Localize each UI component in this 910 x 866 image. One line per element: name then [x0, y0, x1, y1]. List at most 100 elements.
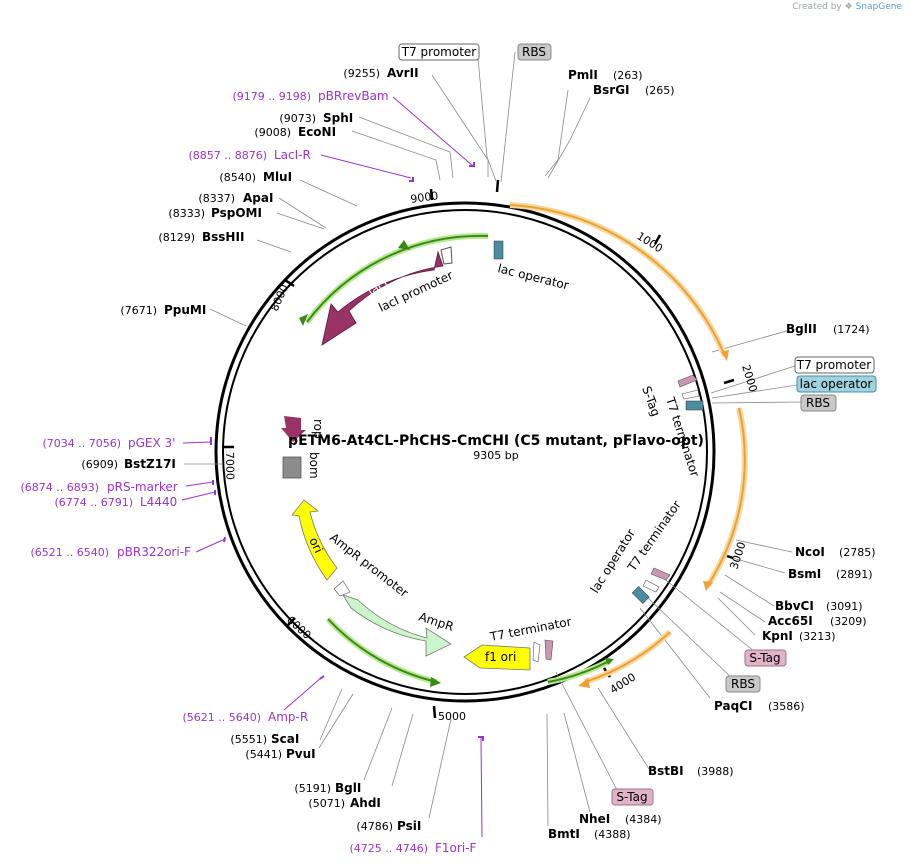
primer-range: (5621 .. 5640): [182, 711, 261, 724]
enzyme-label: (8337) ApaI: [198, 191, 273, 205]
enzyme-label: (5551)ScaI: [230, 732, 299, 746]
enzyme-name: Acc65I: [768, 614, 813, 628]
tick-label: 8000: [268, 282, 291, 313]
enzyme-label: BsrGI(265): [593, 83, 675, 97]
primer-name: LacI-R: [274, 148, 311, 162]
credit-prefix: Created by: [792, 2, 842, 12]
enzyme-name: BssHII: [202, 230, 244, 244]
boxed-label-box: [725, 675, 761, 693]
primer-range: (7034 .. 7056): [42, 437, 121, 450]
leader-lines: [184, 51, 802, 827]
enzyme-position: (9255): [343, 67, 380, 80]
enzyme-name: BstBI: [648, 764, 684, 778]
orf-arc: [509, 204, 726, 357]
boxed-label: RBS: [517, 43, 552, 61]
enzyme-label: (9008)EcoNI: [254, 125, 336, 139]
boxed-label: RBS: [725, 675, 761, 693]
s-tag-block: [677, 374, 698, 388]
tick-label: 9000: [410, 189, 440, 206]
boxed-label-box: [796, 375, 877, 393]
boxed-label: RBS: [800, 394, 837, 412]
primer-name: pBRrevBam: [318, 89, 389, 103]
enzyme-label: PmlI(263): [568, 68, 643, 82]
enzyme-label: (8333)PspOMI: [168, 206, 262, 220]
enzyme-name: BbvCI: [775, 599, 814, 613]
enzyme-label: (9073)SphI: [279, 111, 353, 125]
primer-name: pBR322ori-F: [117, 545, 191, 559]
boxed-label-box: [611, 788, 654, 806]
feature-label: f1 ori: [485, 650, 516, 664]
tick-label: 5000: [438, 710, 466, 723]
enzyme-name: BglII: [786, 322, 817, 336]
primer-range: (8857 .. 8876): [188, 149, 267, 162]
feature-label: rop: [311, 419, 325, 439]
primer-labels: (9179 .. 9198)pBRrevBam (8857 .. 8876) La…: [20, 89, 476, 855]
enzyme-position: (3586): [768, 700, 805, 713]
primer-name: pGEX 3': [128, 436, 175, 450]
primer-marks: [210, 162, 484, 741]
backbone-inner: [222, 209, 708, 695]
enzyme-name: AhdI: [350, 796, 381, 810]
s-tag-block-2: [650, 567, 671, 581]
enzyme-name: BsrGI: [593, 83, 630, 97]
plasmid-length: 9305 bp: [473, 449, 518, 462]
lac-operator-block-2: [631, 586, 650, 604]
boxed-label-text: T7 promoter: [796, 358, 872, 372]
enzyme-label: KpnI(3213): [762, 629, 836, 643]
enzyme-position: (6909): [81, 458, 118, 471]
enzyme-name: BsmI: [788, 567, 821, 581]
ampr-promoter-mark: [333, 580, 351, 597]
enzyme-name: ScaI: [271, 732, 299, 746]
green-arc-2: [327, 618, 438, 683]
enzyme-label: BstBI(3988): [648, 764, 734, 778]
enzyme-name: PpuMI: [164, 303, 206, 317]
backbone-outer: [214, 201, 716, 703]
primer-leader-lines: [181, 96, 483, 838]
t7-terminator-mark: [681, 389, 700, 400]
boxed-label-box: [517, 43, 552, 61]
boxed-label-box: [744, 649, 787, 667]
orf-arrowhead-3: [578, 678, 590, 688]
orf-arrowhead: [721, 350, 729, 361]
laci-promoter-mark: [440, 246, 453, 265]
enzyme-name: BglI: [335, 781, 361, 795]
enzyme-label: (5071) AhdI: [308, 796, 380, 810]
enzyme-label: NcoI(2785): [795, 545, 876, 559]
primer-label: (6774 .. 6791)L4440: [54, 495, 177, 509]
enzyme-position: (263): [613, 69, 643, 82]
enzyme-label: BsmI(2891): [788, 567, 873, 581]
enzyme-label: (8129)BssHII: [158, 230, 244, 244]
boxed-label: S-Tag: [611, 788, 654, 806]
enzyme-position: (5071): [308, 797, 345, 810]
primer-label: (9179 .. 9198)pBRrevBam: [232, 89, 388, 103]
enzyme-label: (6909)BstZ17I: [81, 457, 175, 471]
boxed-label-text: RBS: [522, 45, 546, 59]
feature-label: S-Tag: [639, 384, 663, 418]
enzyme-label: BbvCI(3091): [775, 599, 863, 613]
primer-label: (6874 .. 6893)pRS-marker: [20, 480, 177, 494]
laci-arrow: [321, 250, 444, 346]
feature-label: bom: [307, 452, 321, 479]
enzyme-label: BglII(1724): [786, 322, 870, 336]
boxed-label-box: [398, 43, 480, 61]
enzyme-name: SphI: [323, 111, 353, 125]
enzyme-label: (4786) PsiI: [356, 819, 421, 833]
enzyme-position: (7671): [120, 304, 157, 317]
enzyme-position: (9008): [254, 126, 291, 139]
enzyme-position: (4786): [356, 820, 393, 833]
enzyme-position: (8540): [219, 171, 256, 184]
boxed-label-text: lac operator: [800, 377, 873, 391]
green-arrowhead-2: [430, 677, 441, 687]
feature-label: ori: [306, 535, 325, 555]
rop-arrow: [281, 416, 306, 442]
plasmid-name: pETM6-At4CL-PhCHS-CmCHI (C5 mutant, pFla…: [288, 433, 704, 449]
primer-range: (6874 .. 6893): [20, 481, 99, 494]
enzyme-label: (5191)BglI: [294, 781, 361, 795]
primer-label: (7034 .. 7056) pGEX 3': [42, 436, 175, 450]
enzyme-name: ApaI: [243, 191, 273, 205]
enzyme-label: (9255)AvrII: [343, 66, 418, 80]
enzyme-position: (8337): [198, 192, 235, 205]
enzyme-name: PsiI: [397, 819, 421, 833]
orf-arc-2: [707, 407, 746, 586]
